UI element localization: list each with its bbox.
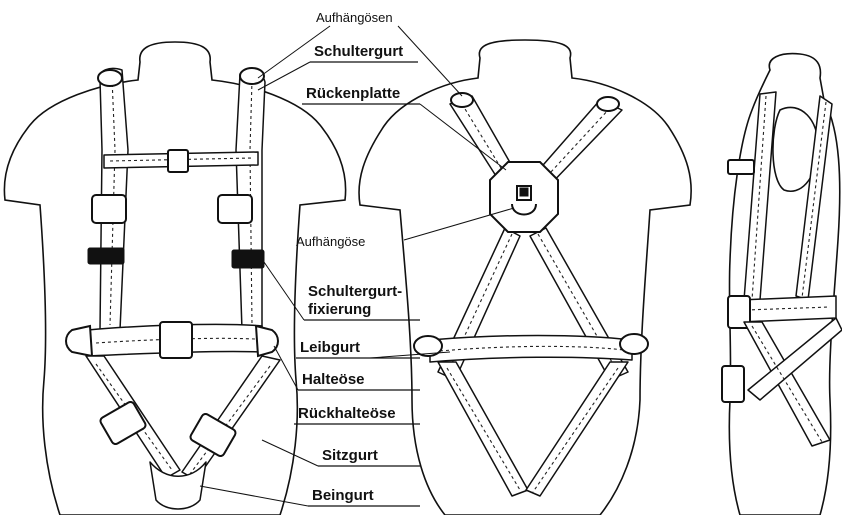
front-right-fixation-band [232,250,264,268]
label-rueckhalteoese: Rückhalteöse [298,405,396,422]
label-rueckenplatte: Rückenplatte [306,85,400,102]
front-left-d-ring [66,326,92,356]
label-schultergurtfixierung-2: fixierung [308,301,371,318]
label-sitzgurt: Sitzgurt [322,447,378,464]
back-left-suspension-ring [451,93,473,107]
back-plate-center [520,188,528,196]
front-left-fixation-band [88,248,124,264]
front-chest-buckle [168,150,188,172]
label-beingurt: Beingurt [312,487,374,504]
leader-aufhaengoesen-right [398,26,462,96]
back-right-belt-loop [620,334,648,354]
label-aufhaengoesen: Aufhängösen [316,10,393,25]
back-view [359,40,691,515]
front-left-fixation-buckle [92,195,126,223]
back-suspension-eye [512,204,536,215]
front-view [4,42,345,515]
front-mannequin [4,42,345,515]
side-view [722,54,842,515]
front-left-suspension-ring [98,70,122,86]
label-schultergurt: Schultergurt [314,43,403,60]
label-halteoese: Halteöse [302,371,365,388]
side-chest-buckle [728,160,754,174]
label-leibgurt: Leibgurt [300,339,360,356]
leader-schultergurt [258,62,310,90]
front-right-fixation-buckle [218,195,252,223]
back-mannequin [359,40,691,515]
front-waist-buckle [160,322,192,358]
side-leg-buckle [722,366,744,402]
label-schultergurtfixierung-1: Schultergurt- [308,283,402,300]
back-right-suspension-ring [597,97,619,111]
back-waist-belt [430,336,632,363]
label-aufhaengoese: Aufhängöse [296,234,365,249]
